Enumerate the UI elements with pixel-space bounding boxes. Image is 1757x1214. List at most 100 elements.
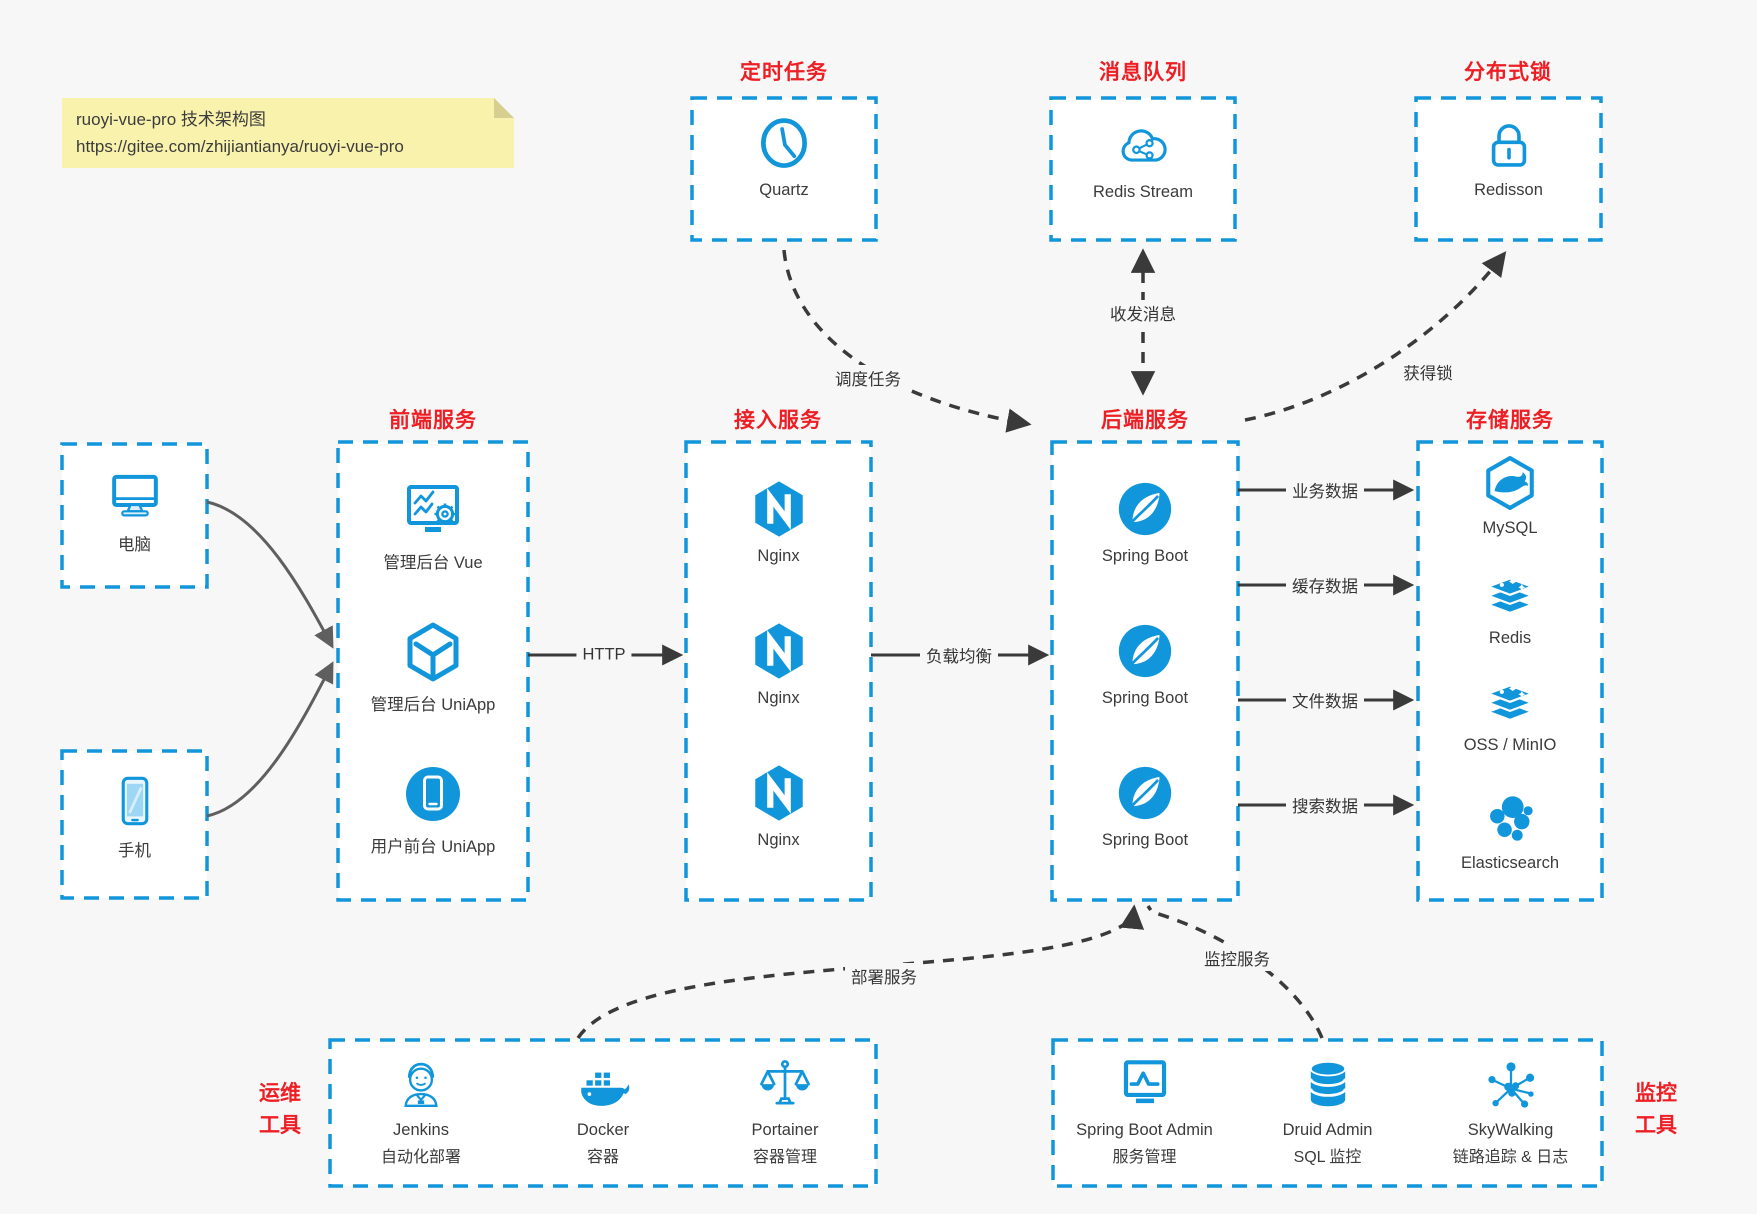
node-label: Quartz <box>759 181 809 199</box>
node-label: 管理后台 UniApp <box>370 696 496 714</box>
node-druid-admin: Druid Admin SQL 监控 <box>1236 1056 1419 1167</box>
nginx-icon <box>754 481 803 537</box>
storage-box <box>1416 440 1604 902</box>
node-label: Spring Boot <box>1101 831 1189 849</box>
node-label: Redis Stream <box>1093 183 1193 201</box>
edge-label-http: HTTP <box>576 644 632 666</box>
node-label: Elasticsearch <box>1460 854 1560 872</box>
node-jenkins: Jenkins 自动化部署 <box>330 1056 512 1167</box>
cube-icon <box>407 622 459 682</box>
node-redisson: Redisson <box>1416 116 1601 200</box>
edge-label-file-data: 文件数据 <box>1286 687 1364 713</box>
node-spring-boot-admin: Spring Boot Admin 服务管理 <box>1053 1056 1236 1167</box>
note-fold-corner <box>494 98 514 118</box>
title-storage: 存储服务 <box>1466 409 1554 432</box>
title-frontend: 前端服务 <box>389 409 477 432</box>
portainer-icon <box>760 1060 810 1105</box>
node-redis-stream: Redis Stream <box>1051 116 1235 202</box>
node-label: Spring Boot <box>1101 547 1189 565</box>
title-backend: 后端服务 <box>1101 409 1189 432</box>
node-label: OSS / MinIO <box>1463 736 1557 754</box>
node-docker: Docker 容器 <box>512 1056 694 1167</box>
elasticsearch-icon <box>1490 796 1533 841</box>
node-desc: 自动化部署 <box>380 1149 461 1166</box>
node-desc: 容器 <box>586 1149 619 1166</box>
node-admin-vue: 管理后台 Vue <box>338 478 528 573</box>
computer-to-frontend-arrow <box>206 500 334 649</box>
docker-icon <box>581 1071 630 1106</box>
edge-label-acquire-lock: 获得锁 <box>1397 359 1459 385</box>
title-monitoring-tools: 监控 工具 <box>1635 1082 1677 1137</box>
monitor-service-arrow <box>1146 905 1324 1039</box>
node-label: Redisson <box>1474 181 1543 199</box>
edge-label-business-data: 业务数据 <box>1286 477 1364 503</box>
oss-stack-icon <box>1487 684 1533 722</box>
node-nginx-2: Nginx <box>686 620 871 708</box>
node-label: Redis <box>1488 629 1532 647</box>
phone-icon <box>121 776 148 826</box>
node-phone: 手机 <box>62 772 207 861</box>
node-mysql: MySQL <box>1418 454 1602 538</box>
node-quartz: Quartz <box>692 114 876 200</box>
node-springboot-3: Spring Boot <box>1052 762 1238 850</box>
node-label: Nginx <box>757 689 800 707</box>
phone-to-frontend-arrow <box>206 661 334 818</box>
node-portainer: Portainer 容器管理 <box>694 1056 876 1167</box>
springboot-icon <box>1118 766 1172 820</box>
node-desc: 容器管理 <box>752 1149 817 1166</box>
admin-vue-icon <box>407 485 459 532</box>
node-nginx-3: Nginx <box>686 762 871 850</box>
springboot-icon <box>1118 624 1172 678</box>
node-label: 管理后台 Vue <box>383 554 483 572</box>
edge-label-load-balance: 负载均衡 <box>920 642 998 668</box>
node-desc: SQL 监控 <box>1293 1149 1362 1166</box>
edge-label-monitor: 监控服务 <box>1198 945 1276 971</box>
nginx-icon <box>754 765 803 821</box>
acquire-lock-arrow <box>1244 251 1507 422</box>
node-nginx-1: Nginx <box>686 478 871 566</box>
note-title: ruoyi-vue-pro 技术架构图 <box>76 110 266 129</box>
mysql-icon <box>1486 456 1534 510</box>
node-label: 用户前台 UniApp <box>370 838 496 856</box>
spring-boot-admin-icon <box>1123 1060 1166 1104</box>
title-gateway: 接入服务 <box>734 409 822 432</box>
title-devops-tools: 运维 工具 <box>259 1082 301 1137</box>
redis-stack-icon <box>1487 577 1533 615</box>
node-redis: Redis <box>1418 564 1602 648</box>
node-label: 电脑 <box>118 536 151 554</box>
schedule-task-arrow <box>782 249 1032 433</box>
springboot-icon <box>1118 482 1172 536</box>
node-skywalking: SkyWalking 链路追踪 & 日志 <box>1419 1056 1602 1167</box>
node-label: Druid Admin <box>1282 1121 1373 1139</box>
edge-label-schedule: 调度任务 <box>829 365 907 391</box>
message-queue-box <box>1049 96 1237 242</box>
node-label: 手机 <box>118 842 151 860</box>
edge-label-cache-data: 缓存数据 <box>1286 572 1364 598</box>
druid-icon <box>1308 1060 1347 1107</box>
node-label: SkyWalking <box>1467 1121 1554 1139</box>
jenkins-icon <box>404 1062 438 1108</box>
node-desc: 服务管理 <box>1112 1149 1177 1166</box>
node-label: Docker <box>576 1121 630 1139</box>
gear-icon <box>434 503 456 525</box>
clock-icon <box>761 118 807 168</box>
computer-icon <box>111 474 158 517</box>
title-scheduler: 定时任务 <box>740 61 828 84</box>
node-desc: 链路追踪 & 日志 <box>1452 1149 1569 1166</box>
nginx-icon <box>754 623 803 679</box>
node-label: Portainer <box>751 1121 819 1139</box>
note-url: https://gitee.com/zhijiantianya/ruoyi-vu… <box>76 137 404 157</box>
edge-label-deploy: 部署服务 <box>845 963 923 989</box>
node-label: MySQL <box>1482 519 1538 537</box>
cloud-share-icon <box>1121 129 1167 162</box>
node-springboot-2: Spring Boot <box>1052 620 1238 708</box>
title-distributed-lock: 分布式锁 <box>1464 61 1552 84</box>
node-user-uniapp: 用户前台 UniApp <box>338 762 528 857</box>
sticky-note: ruoyi-vue-pro 技术架构图 https://gitee.com/zh… <box>62 98 514 168</box>
node-label: Nginx <box>757 831 800 849</box>
node-label: Spring Boot <box>1101 689 1189 707</box>
node-springboot-1: Spring Boot <box>1052 478 1238 566</box>
lock-icon <box>1491 124 1526 167</box>
node-computer: 电脑 <box>62 466 207 555</box>
